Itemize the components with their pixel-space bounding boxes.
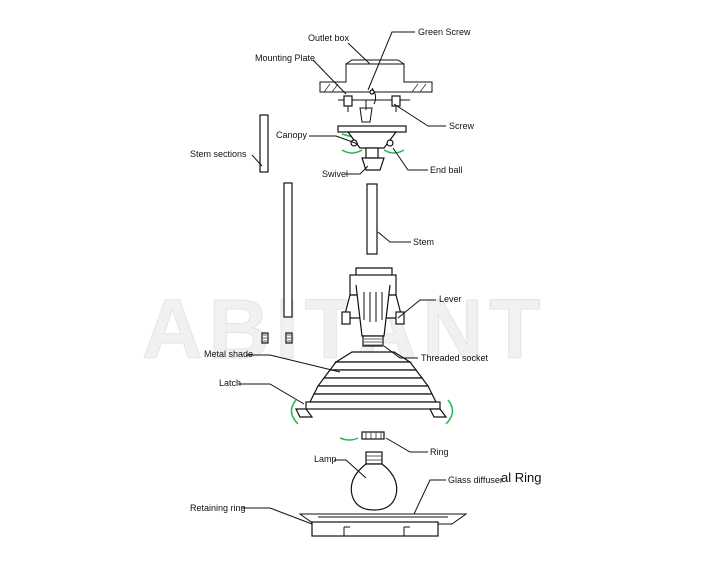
label-lever: Lever: [439, 294, 462, 304]
label-lamp: Lamp: [314, 454, 337, 464]
label-stem-sections: Stem sections: [190, 149, 247, 159]
label-ring: Ring: [430, 447, 449, 457]
labels: Outlet box Green Screw Mounting Plate Sc…: [190, 27, 541, 513]
label-stem: Stem: [413, 237, 434, 247]
label-end-ball: End ball: [430, 165, 463, 175]
label-partial-ring: al Ring: [501, 470, 541, 485]
label-threaded-socket: Threaded socket: [421, 353, 489, 363]
glass-diffuser: [298, 513, 468, 525]
ring: [339, 431, 385, 441]
stem: [366, 183, 378, 255]
label-latch: Latch: [219, 378, 241, 388]
outlet-box-assembly: [319, 59, 433, 93]
socket-assembly: [341, 267, 405, 347]
label-canopy: Canopy: [276, 130, 308, 140]
label-retaining-ring: Retaining ring: [190, 503, 246, 513]
stem-sections: [259, 114, 293, 344]
label-screw: Screw: [449, 121, 475, 131]
label-outlet-box: Outlet box: [308, 33, 350, 43]
retaining-ring: [311, 521, 439, 537]
lamp-bulb: [350, 451, 398, 511]
label-glass-diffuser: Glass diffuser: [448, 475, 503, 485]
label-green-screw: Green Screw: [418, 27, 471, 37]
canopy: [337, 125, 407, 171]
label-mounting-plate: Mounting Plate: [255, 53, 315, 63]
label-metal-shade: Metal shade: [204, 349, 253, 359]
leader-lines: [238, 31, 446, 525]
label-swivel: Swivel: [322, 169, 348, 179]
metal-shade: [290, 351, 454, 425]
watermark: ABITANT: [142, 282, 546, 376]
mounting-plate: [338, 87, 410, 123]
